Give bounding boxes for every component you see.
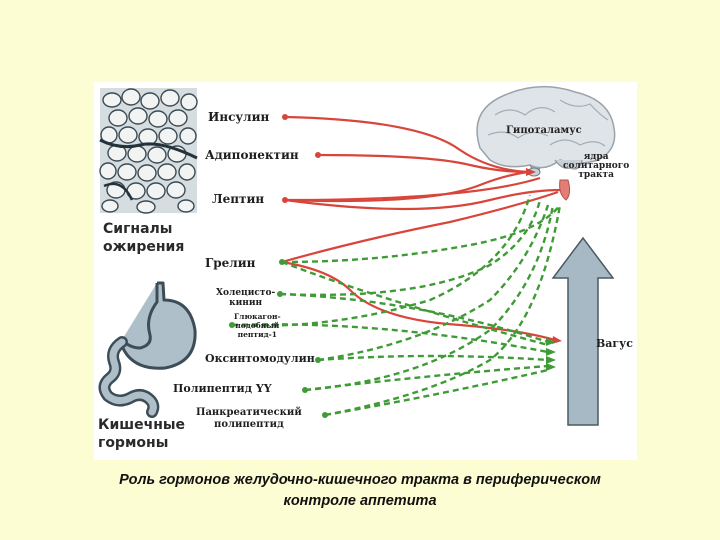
source-dots [282, 114, 321, 203]
adipose-tissue-image [99, 88, 198, 214]
ghrelin-line-red [281, 260, 556, 342]
oxyntomodulin-label: Оксинтомодулин [205, 352, 315, 365]
cholecystokinin-label: Холецисто- кинин [216, 288, 276, 308]
pyy-label: Полипептид YY [173, 382, 272, 395]
brain-image [476, 85, 616, 201]
ghrelin-green-line [281, 204, 561, 264]
vagus-arrow [551, 236, 615, 426]
arrowheads [526, 168, 562, 344]
hypothalamus-label: Гипоталамус [506, 125, 582, 136]
obesity-signals-label: Сигналы ожирения [103, 221, 185, 255]
vagus-label: Вагус [596, 337, 633, 350]
gut-hormones-label: Кишечные гормоны [98, 417, 186, 451]
leptin-line-3 [284, 188, 561, 211]
insulin-line [284, 115, 529, 174]
red-signal-lines [281, 115, 561, 342]
pancreatic-polypeptide-label: Панкреатический полипептид [196, 407, 302, 430]
leptin-line-2 [284, 176, 541, 202]
leptin-label: Лептин [212, 192, 265, 206]
solitary-tract-nucleus-label: ядра солитарного тракта [563, 152, 630, 180]
insulin-label: Инсулин [208, 110, 270, 124]
green-signal-lines [231, 194, 562, 417]
adiponectin-label: Адипонектин [205, 148, 299, 162]
adiponectin-line [317, 153, 529, 174]
leptin-line-1 [284, 170, 529, 203]
ghrelin-label: Грелин [205, 256, 256, 270]
figure-caption: Роль гормонов желудочно-кишечного тракта… [119, 472, 601, 509]
glp1-label: Глюкагон- подобный пептид-1 [234, 312, 281, 339]
stomach-image [98, 281, 197, 418]
